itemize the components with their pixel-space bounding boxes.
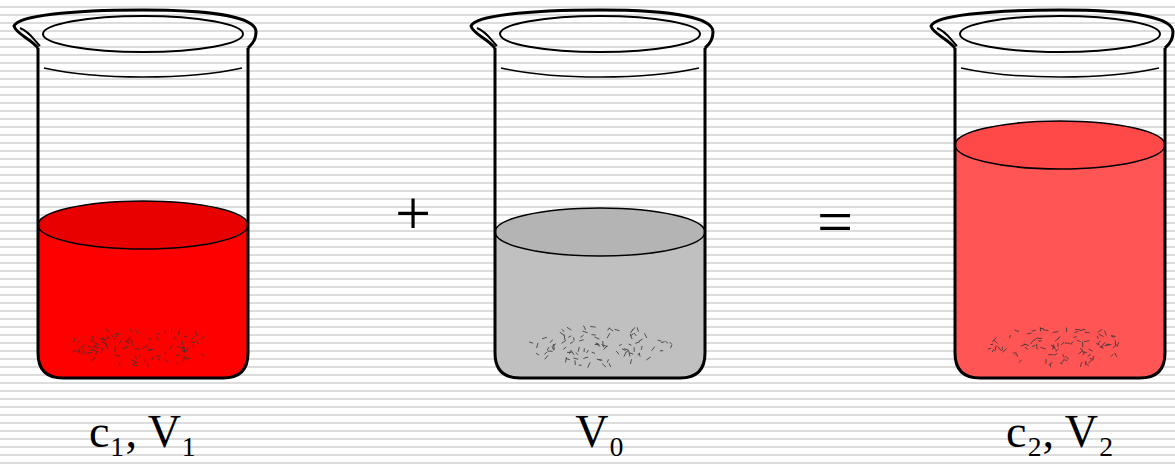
beaker (14, 10, 256, 378)
beaker (471, 10, 713, 378)
beaker-label: c₁, V₁ (89, 409, 197, 455)
beaker-label: c₂, V₂ (1006, 409, 1114, 455)
beaker-label: V₀ (575, 409, 624, 455)
plus-sign: + (395, 182, 431, 246)
beaker (931, 10, 1173, 378)
equals-sign: = (817, 190, 853, 254)
